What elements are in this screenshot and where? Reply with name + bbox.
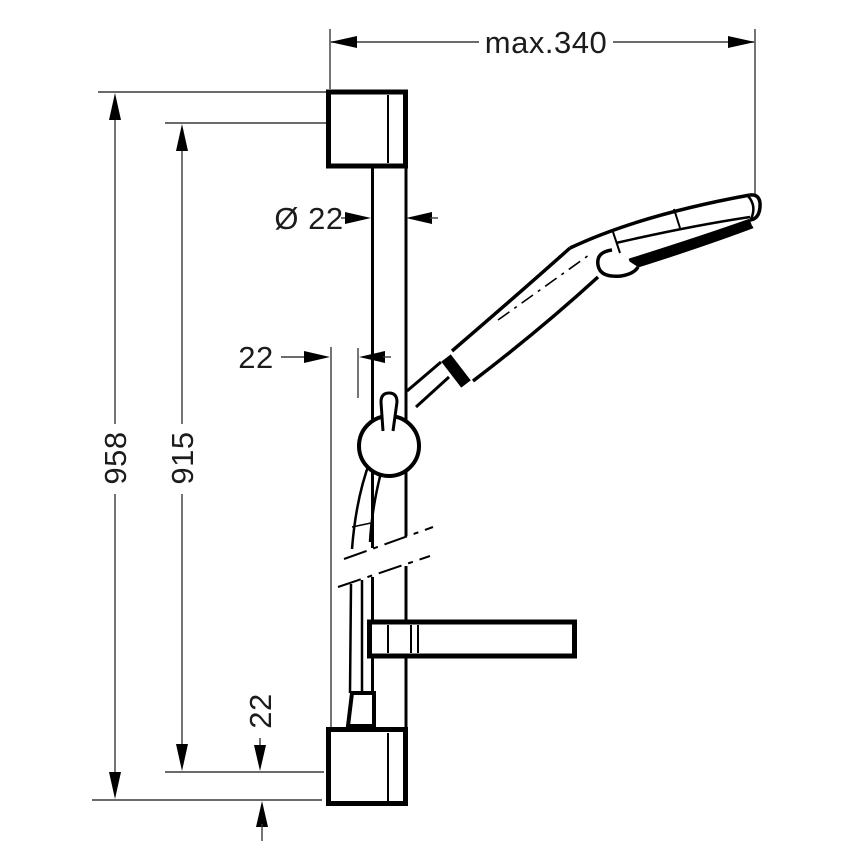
hose-edge — [348, 583, 353, 694]
arrowhead-down-icon — [254, 745, 266, 771]
head-top-edge — [569, 193, 751, 250]
spray-face-band — [628, 218, 753, 268]
bottom-bracket — [326, 727, 408, 806]
hose-edge — [350, 460, 372, 550]
hose-detail-line — [351, 522, 372, 528]
head-bottom-outline — [622, 225, 754, 273]
arrowhead-down-icon — [109, 772, 121, 799]
slider-holder — [357, 354, 471, 478]
dimension-label-bottom-offset: 22 — [243, 693, 278, 728]
hose-connector — [345, 691, 376, 728]
dimension-wall-offset: 22 — [238, 340, 391, 729]
dimension-label-overall-height: 958 — [98, 431, 133, 484]
head-spray-hook — [596, 248, 640, 279]
soap-dish-body — [367, 619, 577, 659]
dimension-label-bar-height: 915 — [165, 431, 200, 484]
shower-head-body — [570, 194, 761, 267]
arrowhead-left-icon — [330, 36, 357, 48]
handle-bottom-edge — [471, 275, 600, 383]
handle-nut — [441, 354, 471, 388]
break-marks — [337, 526, 434, 588]
dimension-bar-height: 915 — [165, 122, 327, 773]
arrowhead-right-icon — [728, 36, 755, 48]
holder-socket-edge — [414, 375, 451, 409]
head-joint-line — [612, 231, 621, 254]
arrowhead-up-icon — [176, 124, 188, 151]
dimension-bottom-offset: 22 — [243, 693, 278, 841]
arrowhead-right-icon — [304, 351, 330, 363]
arrowhead-up-icon — [256, 801, 268, 827]
dimension-top-width: max.340 — [329, 25, 756, 194]
arrowhead-down-icon — [176, 744, 188, 771]
dimension-label-rail-diameter: Ø 22 — [274, 201, 343, 236]
arrowhead-up-icon — [109, 93, 121, 120]
wall-brackets — [326, 89, 408, 806]
head-face-tick — [673, 208, 681, 229]
handle-centerline — [497, 239, 611, 321]
holder-pin — [379, 391, 399, 432]
arrowhead-right-icon — [345, 212, 371, 224]
dimension-label-wall-offset: 22 — [238, 340, 273, 375]
dimension-overall-height: 958 — [92, 91, 327, 801]
head-cap-detail-line — [747, 195, 755, 220]
arrowhead-left-icon — [406, 212, 432, 224]
shower-hose — [345, 460, 385, 728]
head-right-cap — [749, 193, 762, 222]
top-bracket — [326, 89, 408, 169]
soap-dish — [367, 619, 577, 659]
break-line — [337, 555, 431, 588]
head-face-edge — [615, 215, 751, 245]
dimension-rail-diameter: Ø 22 — [274, 201, 438, 236]
dimension-label-top-width: max.340 — [485, 25, 607, 60]
break-line — [343, 526, 434, 560]
handle-top-edge — [450, 246, 572, 353]
hand-shower — [450, 193, 762, 383]
holder-socket-edge — [406, 360, 442, 393]
